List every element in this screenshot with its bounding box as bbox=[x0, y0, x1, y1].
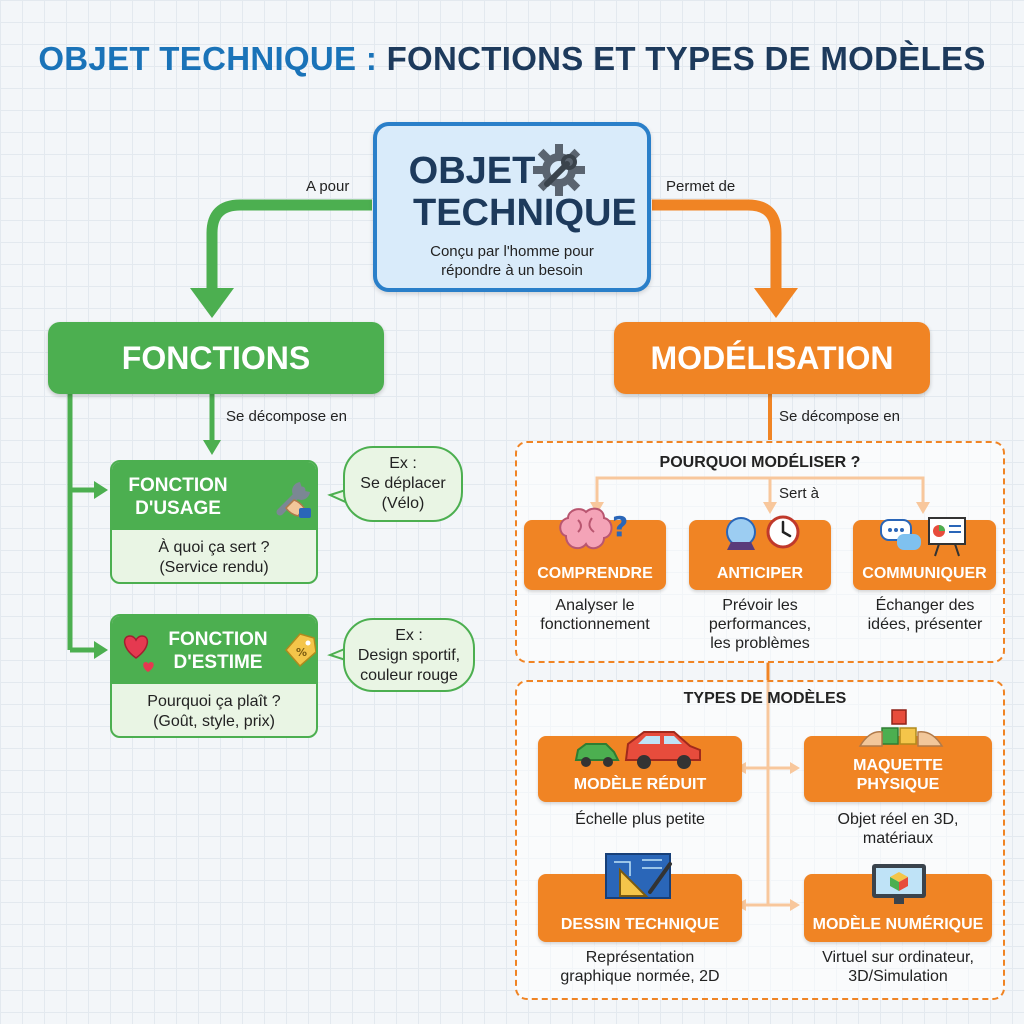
fonction-usage-desc-line1: À quoi ça sert ? bbox=[158, 539, 270, 556]
example-bubble-estime: Ex : Design sportif, couleur rouge bbox=[343, 618, 475, 692]
example-usage-line2: Se déplacer bbox=[360, 475, 446, 492]
computer-cube-icon bbox=[872, 864, 926, 904]
main-title: OBJET TECHNIQUE bbox=[377, 150, 637, 234]
anticiper-desc-line1: Prévoir les bbox=[722, 597, 798, 614]
modelisation-header: MODÉLISATION bbox=[614, 322, 930, 394]
modele-numerique-desc: Virtuel sur ordinateur, 3D/Simulation bbox=[796, 948, 1000, 986]
main-title-line1: OBJET bbox=[408, 150, 536, 192]
modele-reduit-card: MODÈLE RÉDUIT bbox=[538, 731, 742, 802]
types-title: TYPES DE MODÈLES bbox=[683, 690, 847, 707]
comprendre-label: COMPRENDRE bbox=[537, 565, 653, 582]
comprendre-desc-line1: Analyser le bbox=[555, 597, 635, 614]
hearts-icon bbox=[123, 635, 154, 672]
crystal-ball-clock-icon bbox=[726, 515, 800, 550]
main-subtitle: Conçu par l'homme pour répondre à un bes… bbox=[377, 242, 647, 280]
gear-wrench-icon bbox=[529, 140, 589, 200]
anticiper-label: ANTICIPER bbox=[716, 565, 804, 582]
maquette-physique-desc-line1: Objet réel en 3D, bbox=[837, 811, 959, 828]
page-title: OBJET TECHNIQUE : FONCTIONS ET TYPES DE … bbox=[0, 40, 1024, 78]
fonction-estime-title-line2: D'ESTIME bbox=[173, 652, 263, 673]
objet-technique-box: OBJET TECHNIQUE Conçu par l'homme pour r… bbox=[373, 122, 651, 292]
pourquoi-title: POURQUOI MODÉLISER ? bbox=[659, 454, 861, 471]
connector-label-right: Permet de bbox=[666, 178, 736, 195]
hand-wrench-icon bbox=[276, 482, 311, 518]
example-estime-line2: Design sportif, bbox=[357, 647, 461, 664]
main-title-line2: TECHNIQUE bbox=[413, 192, 637, 234]
communiquer-label: COMMUNIQUER bbox=[862, 565, 987, 582]
price-tag-icon: % bbox=[285, 633, 316, 668]
svg-text:?: ? bbox=[612, 510, 628, 543]
main-subtitle-line2: répondre à un besoin bbox=[441, 262, 583, 279]
maquette-physique-label-line1: MAQUETTE bbox=[853, 757, 943, 774]
dessin-technique-desc-line2: graphique normée, 2D bbox=[560, 968, 720, 985]
anticiper-card: ANTICIPER bbox=[689, 515, 831, 590]
comprendre-desc-line2: fonctionnement bbox=[540, 616, 650, 633]
svg-text:%: % bbox=[296, 646, 307, 659]
example-bubble-usage: Ex : Se déplacer (Vélo) bbox=[343, 446, 463, 522]
modele-numerique-card: MODÈLE NUMÉRIQUE bbox=[804, 864, 992, 942]
modele-reduit-label: MODÈLE RÉDUIT bbox=[573, 776, 707, 793]
sert-a-label: Sert à bbox=[779, 485, 820, 502]
fonction-estime-desc: Pourquoi ça plaît ? (Goût, style, prix) bbox=[112, 684, 316, 732]
dessin-technique-label: DESSIN TECHNIQUE bbox=[560, 916, 720, 933]
fonction-usage-desc: À quoi ça sert ? (Service rendu) bbox=[112, 530, 316, 578]
dessin-technique-desc: Représentation graphique normée, 2D bbox=[530, 948, 750, 986]
communiquer-card: COMMUNIQUER bbox=[853, 517, 996, 590]
example-estime-line3: couleur rouge bbox=[360, 667, 458, 684]
anticiper-desc: Prévoir les performances, les problèmes bbox=[679, 596, 841, 653]
brain-question-icon: ? bbox=[559, 507, 628, 550]
title-part1: OBJET TECHNIQUE : bbox=[38, 40, 378, 77]
dessin-technique-desc-line1: Représentation bbox=[585, 949, 695, 966]
title-part2: FONCTIONS ET TYPES DE MODÈLES bbox=[386, 40, 986, 77]
maquette-physique-desc: Objet réel en 3D, matériaux bbox=[796, 810, 1000, 848]
main-subtitle-line1: Conçu par l'homme pour bbox=[430, 243, 594, 260]
communiquer-desc: Échanger des idées, présenter bbox=[843, 596, 1007, 634]
fonctions-header: FONCTIONS bbox=[48, 322, 384, 394]
modele-reduit-desc: Échelle plus petite bbox=[530, 810, 750, 829]
fonction-usage-card: FONCTION D'USAGE À quoi ça sert ? (Servi… bbox=[110, 460, 318, 584]
fonction-usage-title-line1: FONCTION bbox=[128, 475, 228, 496]
hands-blocks-icon bbox=[858, 709, 944, 747]
maquette-physique-card: MAQUETTE PHYSIQUE bbox=[804, 709, 992, 802]
modele-numerique-desc-line2: 3D/Simulation bbox=[848, 968, 948, 985]
modele-numerique-desc-line1: Virtuel sur ordinateur, bbox=[822, 949, 974, 966]
anticiper-desc-line2: performances, bbox=[708, 616, 812, 633]
fonction-usage-title-line2: D'USAGE bbox=[135, 498, 221, 519]
maquette-physique-label: MAQUETTE PHYSIQUE bbox=[804, 756, 992, 794]
example-usage-line1: Ex : bbox=[389, 455, 417, 472]
anticiper-desc-line3: les problèmes bbox=[710, 635, 810, 652]
modele-reduit-desc-line1: Échelle plus petite bbox=[575, 811, 705, 828]
communiquer-desc-line1: Échanger des bbox=[875, 597, 975, 614]
communiquer-desc-line2: idées, présenter bbox=[867, 616, 983, 633]
decompose-label-left: Se décompose en bbox=[226, 408, 347, 425]
example-usage-line3: (Vélo) bbox=[381, 495, 425, 512]
cars-icon bbox=[574, 731, 701, 769]
example-estime-line1: Ex : bbox=[395, 627, 423, 644]
fonction-usage-header: FONCTION D'USAGE bbox=[112, 462, 316, 530]
connector-label-left: A pour bbox=[306, 178, 350, 195]
maquette-physique-label-line2: PHYSIQUE bbox=[856, 776, 940, 793]
comprendre-card: ? COMPRENDRE bbox=[524, 507, 666, 590]
blueprint-ruler-icon bbox=[605, 853, 672, 899]
fonction-estime-title-line1: FONCTION bbox=[168, 629, 268, 650]
fonction-usage-desc-line2: (Service rendu) bbox=[159, 559, 269, 576]
fonction-estime-desc-line1: Pourquoi ça plaît ? bbox=[147, 693, 281, 710]
speech-presentation-icon bbox=[880, 517, 966, 557]
fonction-estime-desc-line2: (Goût, style, prix) bbox=[153, 713, 275, 730]
maquette-physique-desc-line2: matériaux bbox=[862, 830, 934, 847]
modele-numerique-label: MODÈLE NUMÉRIQUE bbox=[812, 916, 984, 933]
decompose-label-right: Se décompose en bbox=[779, 408, 900, 425]
comprendre-desc: Analyser le fonctionnement bbox=[514, 596, 676, 634]
dessin-technique-card: DESSIN TECHNIQUE bbox=[538, 853, 742, 942]
fonction-estime-header: FONCTION D'ESTIME % bbox=[112, 616, 316, 684]
fonction-estime-card: FONCTION D'ESTIME % Pourquoi ça plaît ? … bbox=[110, 614, 318, 738]
